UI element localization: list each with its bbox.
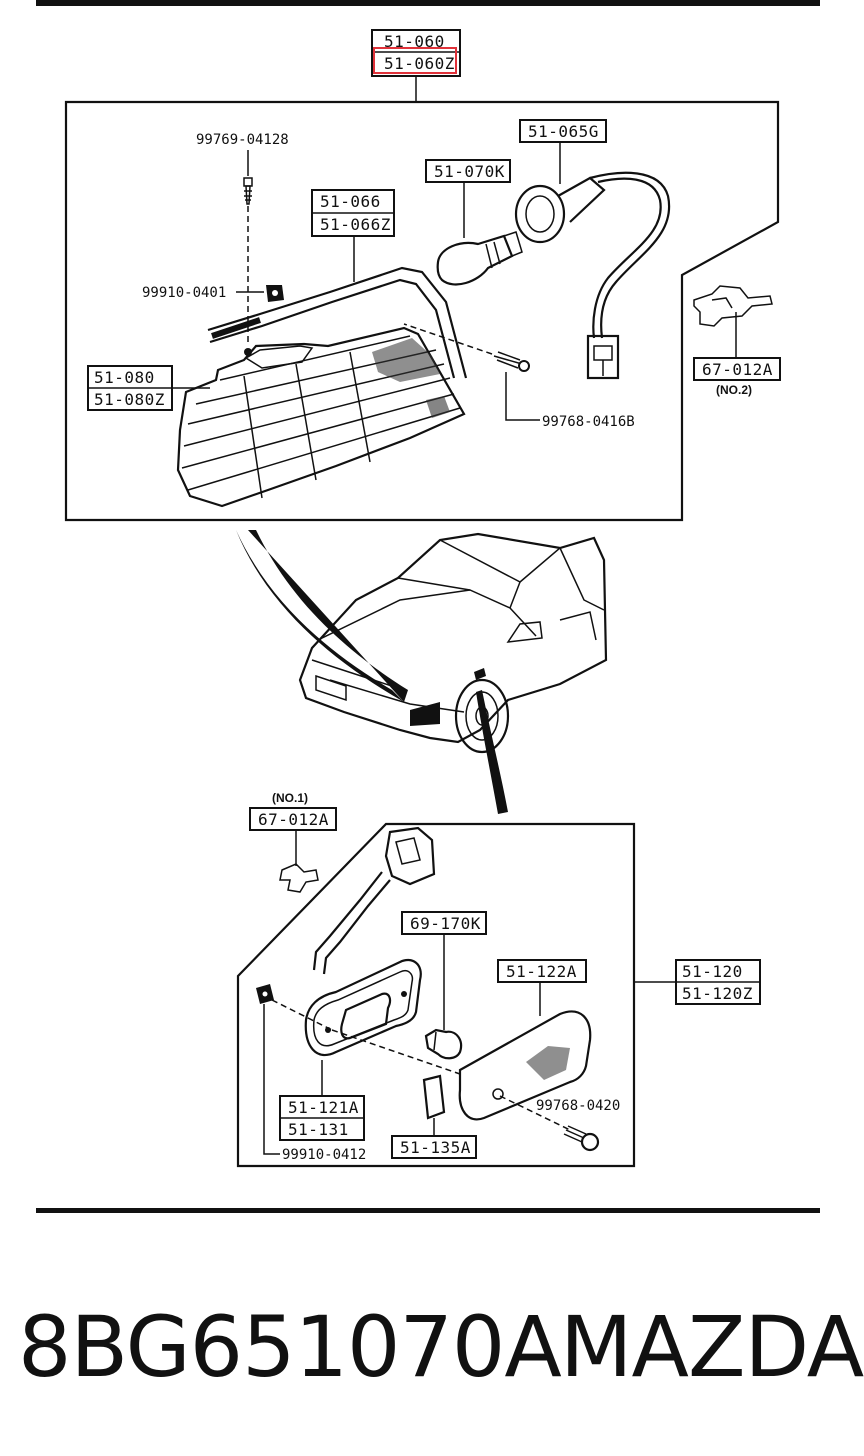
svg-text:51-060Z: 51-060Z	[384, 54, 455, 73]
gasket-lower-callout[interactable]: 51-121A 51-131	[279, 1060, 365, 1141]
bulb-lower-callout[interactable]: 69-170K	[401, 911, 487, 1030]
lens-callout[interactable]: 51-080 51-080Z	[87, 365, 210, 411]
upper-frame	[64, 100, 780, 522]
car-illustration	[236, 530, 608, 754]
svg-text:(NO.1): (NO.1)	[272, 791, 308, 805]
nut-icon	[266, 285, 284, 302]
clip-2-icon	[693, 285, 773, 327]
svg-text:51-120Z: 51-120Z	[682, 984, 753, 1003]
svg-text:51-066Z: 51-066Z	[320, 215, 391, 234]
nut-lower-icon	[256, 984, 274, 1004]
svg-text:51-122A: 51-122A	[506, 962, 577, 981]
svg-text:67-012A: 67-012A	[258, 810, 329, 829]
gasket-callout[interactable]: 51-066 51-066Z	[311, 189, 395, 282]
lower-frame	[236, 822, 636, 1168]
nut-callout[interactable]: 99910-0401	[142, 285, 264, 301]
svg-text:99768-0420: 99768-0420	[536, 1098, 620, 1114]
clip-2-callout[interactable]: 67-012A (NO.2)	[693, 312, 781, 397]
svg-text:67-012A: 67-012A	[702, 360, 773, 379]
footer-part-number: 8BG651070A	[18, 1298, 562, 1396]
svg-text:99768-0416B: 99768-0416B	[542, 414, 635, 430]
connector-icon	[586, 334, 620, 380]
bulb-callout[interactable]: 51-070K	[425, 159, 511, 238]
socket-icon	[514, 171, 671, 339]
svg-text:51-135A: 51-135A	[400, 1138, 471, 1157]
gasket-strip	[207, 266, 468, 379]
svg-text:(NO.2): (NO.2)	[716, 383, 752, 397]
screw-lower-icon	[563, 1125, 600, 1152]
footer: 8BG651070A MAZDA	[0, 1292, 864, 1402]
screw-top-callout[interactable]: 99769-04128	[196, 132, 289, 176]
assembly-label-top[interactable]: 51-060 51-060Z	[371, 29, 461, 102]
reflector-callout[interactable]: 51-135A	[391, 1118, 477, 1159]
bulb-icon	[436, 231, 523, 286]
screw-lower-callout[interactable]: 99768-0420	[536, 1098, 620, 1114]
screw-icon	[243, 177, 253, 205]
svg-text:99769-04128: 99769-04128	[196, 132, 289, 148]
svg-text:99910-0412: 99910-0412	[282, 1147, 366, 1163]
svg-text:51-120: 51-120	[682, 962, 743, 981]
screw-side-icon	[493, 351, 530, 372]
assembly-lower-callout[interactable]: 51-120 51-120Z	[634, 959, 761, 1005]
svg-text:51-066: 51-066	[320, 192, 381, 211]
harness-plug-icon	[312, 826, 436, 975]
bottom-rule	[36, 1208, 820, 1213]
nut-lower-callout[interactable]: 99910-0412	[263, 1004, 366, 1163]
bulb-lower-icon	[424, 1028, 463, 1060]
socket-callout[interactable]: 51-065G	[519, 119, 607, 184]
svg-text:51-080Z: 51-080Z	[94, 390, 165, 409]
svg-text:69-170K: 69-170K	[410, 914, 481, 933]
lens-lower-callout[interactable]: 51-122A	[497, 959, 587, 1016]
svg-text:51-080: 51-080	[94, 368, 155, 387]
corner-lamp-lens	[176, 326, 466, 508]
pointer-lower	[476, 690, 508, 814]
gasket-lower-icon	[304, 958, 422, 1057]
clip-1-icon	[279, 863, 319, 893]
svg-text:99910-0401: 99910-0401	[142, 285, 226, 301]
lens-lower-icon	[458, 1010, 592, 1121]
svg-text:51-065G: 51-065G	[528, 122, 599, 141]
svg-text:51-131: 51-131	[288, 1120, 349, 1139]
svg-text:51-060: 51-060	[384, 32, 445, 51]
highlight-box	[373, 47, 457, 74]
footer-brand: MAZDA	[560, 1298, 864, 1396]
reflector-icon	[422, 1074, 446, 1120]
svg-text:51-121A: 51-121A	[288, 1098, 359, 1117]
svg-text:51-070K: 51-070K	[434, 162, 505, 181]
screw-side-callout[interactable]: 99768-0416B	[505, 372, 635, 430]
top-rule	[36, 0, 820, 6]
clip-1-callout[interactable]: (NO.1) 67-012A	[249, 791, 337, 866]
